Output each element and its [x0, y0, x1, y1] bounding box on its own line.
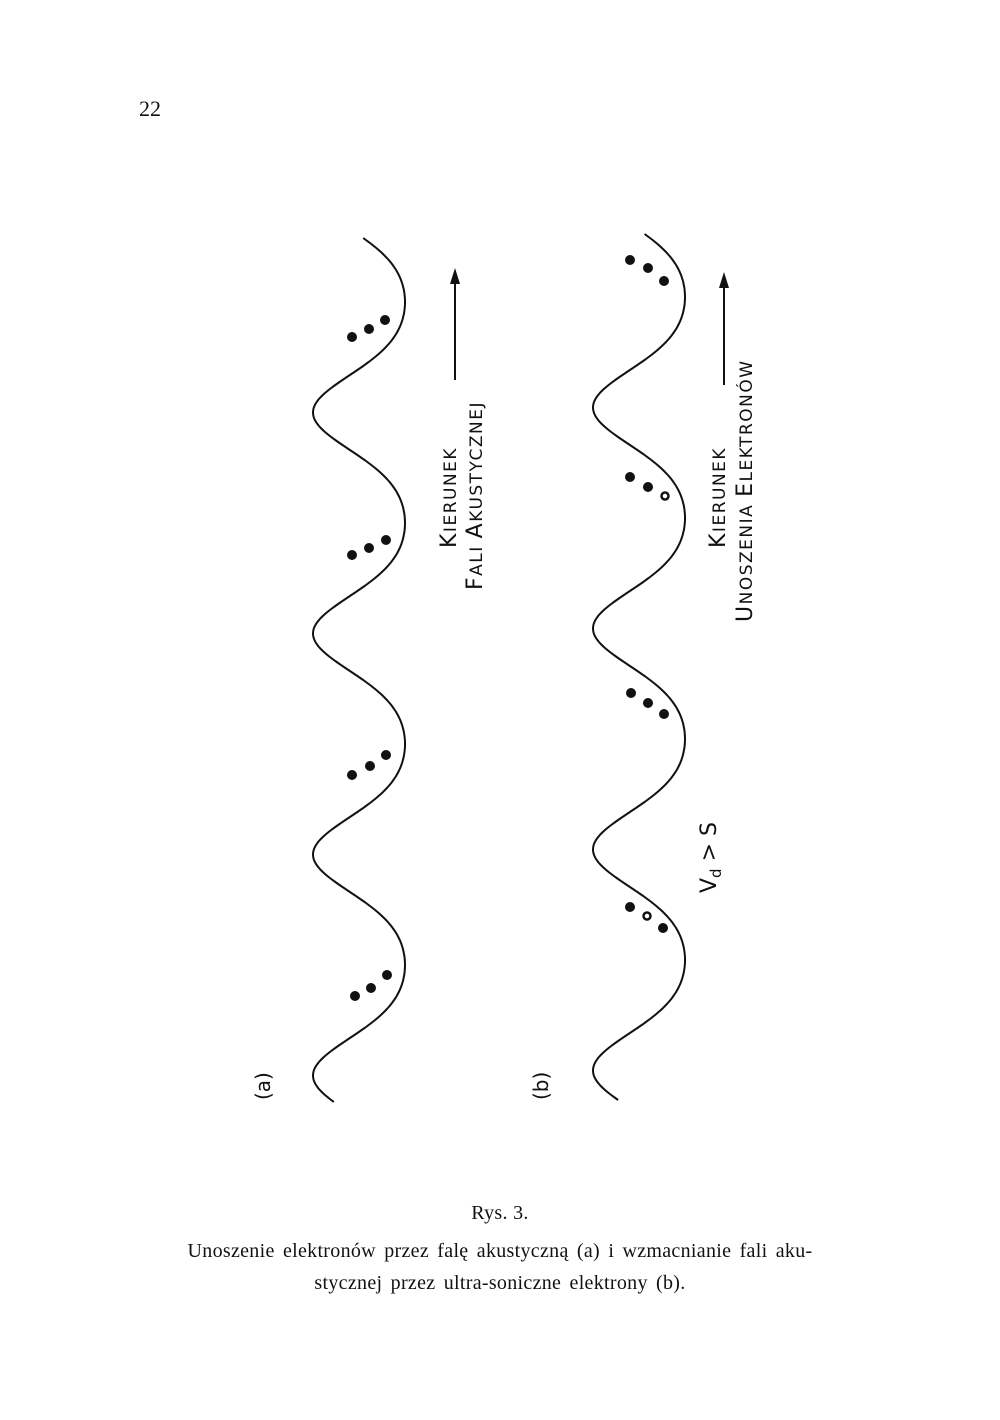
electron-dot — [365, 761, 375, 771]
electron-dot — [658, 923, 668, 933]
electron-dot — [643, 698, 653, 708]
direction-a-line2: FALI AKUSTYCZNEJ — [463, 401, 488, 590]
arrow-a-head-icon — [450, 268, 460, 284]
panel-b-label: (b) — [529, 1072, 553, 1100]
direction-b-line1: KIERUNEK — [706, 447, 731, 548]
page-number: 22 — [139, 96, 161, 121]
electron-dot — [380, 315, 390, 325]
electron-dot — [347, 550, 357, 560]
electron-dot — [643, 482, 653, 492]
electron-dot — [659, 709, 669, 719]
direction-b-line2: UNOSZENIA ELEKTRONÓW — [733, 359, 758, 622]
electron-dot — [626, 688, 636, 698]
electron-dot — [364, 324, 374, 334]
electron-dot — [642, 911, 652, 921]
electron-dot — [364, 543, 374, 553]
electron-dot — [366, 983, 376, 993]
electron-dot — [659, 276, 669, 286]
direction-a-line1: KIERUNEK — [437, 447, 462, 548]
electron-dot — [625, 902, 635, 912]
electron-dot — [347, 332, 357, 342]
electron-dot — [660, 491, 670, 501]
electron-dot — [381, 750, 391, 760]
panel-a-label: (a) — [251, 1072, 275, 1100]
wave-a — [311, 237, 406, 1103]
electron-dot — [643, 263, 653, 273]
electron-dot — [625, 472, 635, 482]
caption-line-1: Unoszenie elektronów przez falę akustycz… — [187, 1240, 813, 1262]
electron-dot — [382, 970, 392, 980]
figure-title: Rys. 3. — [471, 1202, 529, 1224]
condition-label: Vd > S — [697, 822, 725, 893]
caption-line-2: stycznej przez ultra-soniczne elektrony … — [314, 1272, 686, 1294]
electron-dot — [381, 535, 391, 545]
wave-b — [591, 233, 686, 1101]
electron-dot — [625, 255, 635, 265]
electron-dot — [350, 991, 360, 1001]
arrow-b-head-icon — [719, 272, 729, 288]
electron-dot — [347, 770, 357, 780]
